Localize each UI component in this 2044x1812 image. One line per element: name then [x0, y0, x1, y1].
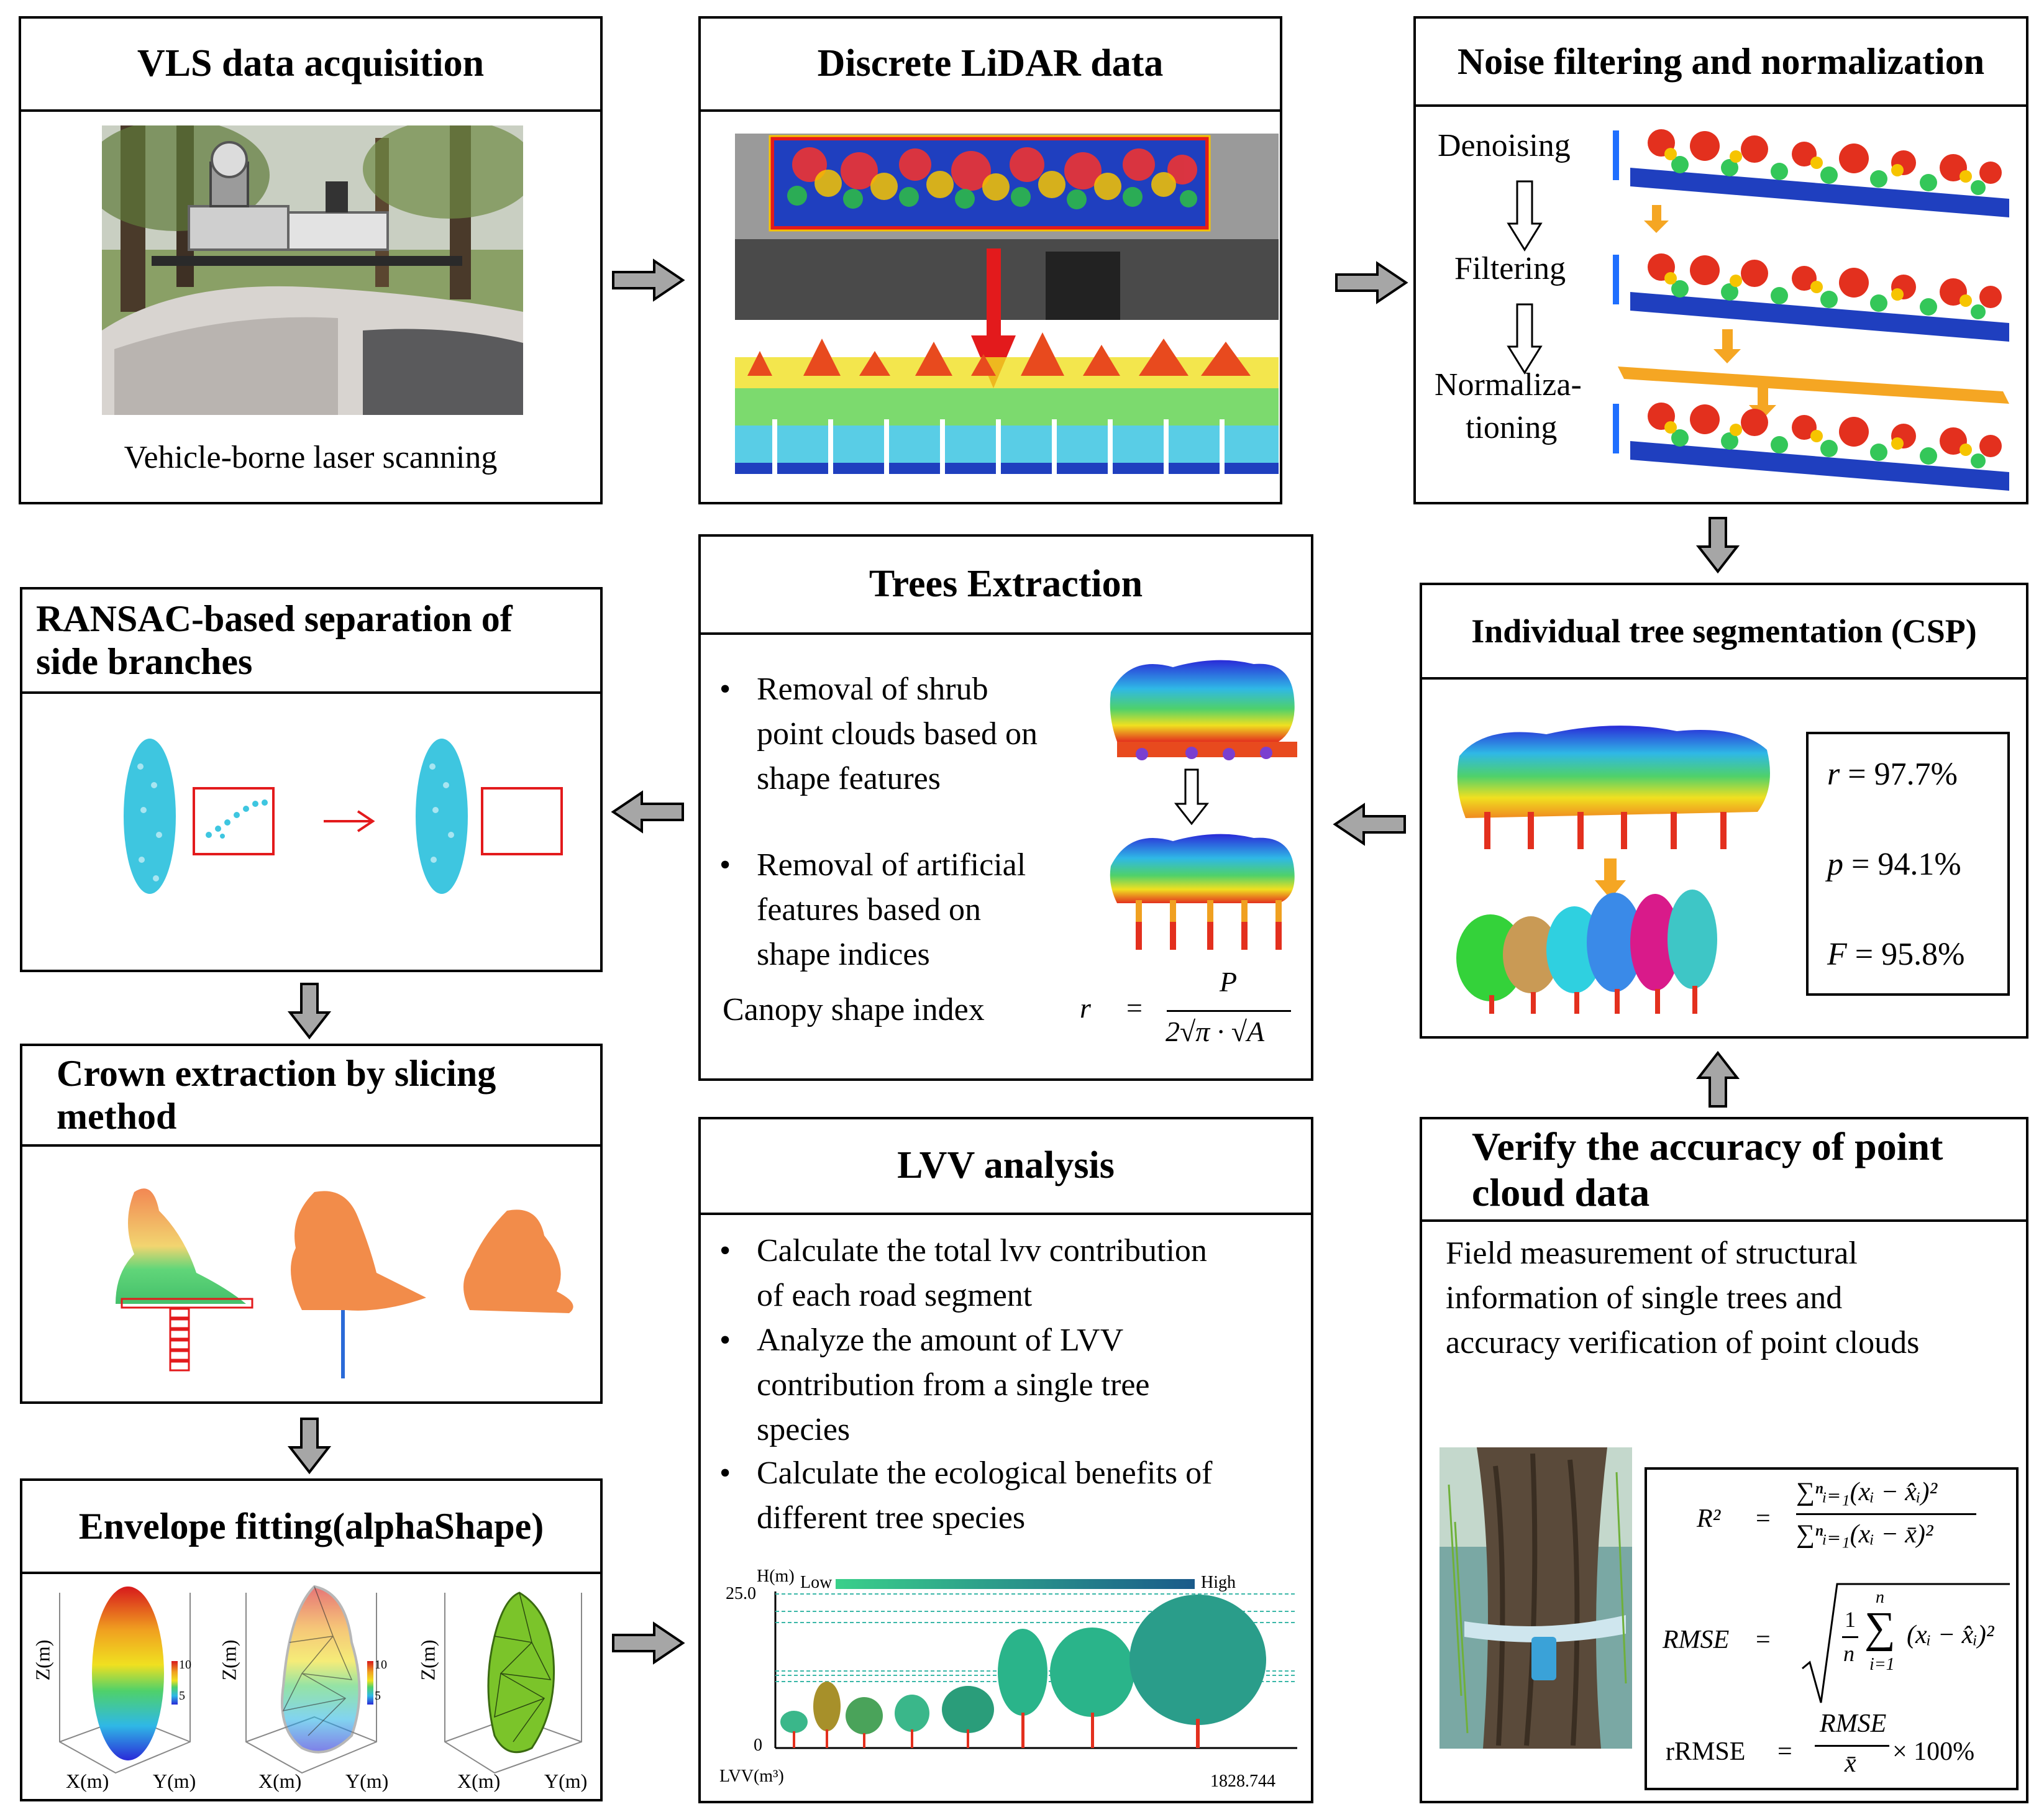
panel-title: Discrete LiDAR data	[701, 19, 1280, 112]
arrow-left-1	[611, 790, 684, 834]
axis-z-2: Z(m)	[217, 1639, 240, 1681]
axis-y-2: Y(m)	[345, 1770, 389, 1792]
rmse-term: (xᵢ − x̂ᵢ)²	[1907, 1621, 1994, 1649]
panel-title: Crown extraction by slicing method	[22, 1046, 600, 1147]
panel-title: Noise filtering and normalization	[1416, 19, 2026, 107]
panel-noise: Noise filtering and normalization Denois…	[1413, 16, 2028, 504]
arrow-down-3	[287, 1418, 332, 1475]
metric-r: r = 97.7%	[1827, 757, 1958, 792]
tree-glyphs	[780, 1595, 1266, 1748]
axis-z-1: Z(m)	[31, 1639, 54, 1681]
vehicle-photo	[102, 125, 523, 415]
step-denoising: Denoising	[1438, 128, 1571, 163]
metrics-box: r = 97.7% p = 94.1% F = 95.8%	[1806, 732, 2010, 996]
panel-title: Envelope fitting(alphaShape)	[22, 1481, 600, 1574]
colorbar-10-2: 10	[375, 1658, 387, 1672]
colorbar-10-1: 10	[179, 1658, 191, 1672]
trees-bullet-1: Removal of shrub point clouds based on s…	[713, 667, 1136, 801]
tree-extraction-figures	[1110, 660, 1297, 950]
lidar-overview-image	[735, 134, 1279, 475]
axis-x-1: X(m)	[66, 1770, 109, 1792]
axis-x-2: X(m)	[258, 1770, 302, 1792]
chart-xmax: 1828.744	[1210, 1772, 1275, 1791]
lvv-bullet-1: Calculate the total lvv contribution of …	[713, 1229, 1310, 1318]
alpha-shape-figures	[59, 1585, 582, 1774]
colorbar-5-2: 5	[375, 1689, 381, 1703]
title-line-2: side branches	[36, 641, 253, 682]
panel-segmentation: Individual tree segmentation (CSP) r = 9…	[1420, 583, 2028, 1039]
panel-title: VLS data acquisition	[21, 19, 600, 112]
down-arrow-icon	[1507, 303, 1543, 375]
axis-y-1: Y(m)	[153, 1770, 196, 1792]
title-line-2: cloud data	[1472, 1170, 1650, 1214]
sigma-icon: ∑	[1864, 1604, 1896, 1652]
chart-ymax: 25.0	[726, 1584, 756, 1603]
axis-x-3: X(m)	[457, 1770, 501, 1792]
panel-lvv: LVV analysis Calculate the total lvv con…	[698, 1117, 1313, 1803]
metric-f: F = 95.8%	[1827, 937, 1965, 972]
step-normalization-1: Normaliza-	[1435, 367, 1582, 403]
field-measurement-photo	[1439, 1447, 1632, 1749]
lvv-chart-plot	[774, 1579, 1297, 1749]
arrow-right-3	[612, 1621, 685, 1665]
metric-p: p = 94.1%	[1827, 847, 1961, 882]
step-filtering: Filtering	[1454, 251, 1566, 286]
down-arrow-icon	[1507, 180, 1543, 252]
title-line-2: method	[57, 1096, 177, 1137]
axis-y-3: Y(m)	[544, 1770, 588, 1792]
arrow-down-1	[1695, 517, 1740, 574]
panel-crown: Crown extraction by slicing method	[20, 1044, 603, 1404]
title-line-1: Crown extraction by slicing	[57, 1053, 496, 1094]
formula-r2: R² = ∑ⁿᵢ₌₁(xᵢ − x̂ᵢ)² ∑ⁿᵢ₌₁(xᵢ − x̄)²	[1647, 1476, 2014, 1569]
panel-ransac: RANSAC-based separation of side branches	[20, 587, 603, 972]
panel-title: Individual tree segmentation (CSP)	[1422, 585, 2026, 680]
panel-discrete: Discrete LiDAR data	[698, 16, 1282, 504]
panel-trees: Trees Extraction Removal of shrub point …	[698, 534, 1313, 1081]
chart-low: Low	[800, 1573, 833, 1592]
verify-description: Field measurement of structural informat…	[1446, 1236, 1920, 1360]
panel-title: RANSAC-based separation of side branches	[22, 590, 600, 694]
canopy-formula: r = P 2√π · √A	[1074, 965, 1303, 1052]
panel-envelope: Envelope fitting(alphaShape) Z(m) X(m) Y…	[20, 1478, 603, 1801]
ransac-figure	[124, 739, 563, 894]
panel-title: Verify the accuracy of point cloud data	[1422, 1119, 2026, 1222]
lvv-bullet-3: Calculate the ecological benefits of dif…	[713, 1451, 1310, 1541]
segmentation-figures	[1456, 726, 1770, 1014]
arrow-right-2	[1335, 261, 1408, 304]
chart-ymin: 0	[754, 1736, 762, 1755]
formula-box: R² = ∑ⁿᵢ₌₁(xᵢ − x̂ᵢ)² ∑ⁿᵢ₌₁(xᵢ − x̄)² RM…	[1645, 1467, 2019, 1790]
arrow-right-1	[612, 258, 685, 302]
trees-bullet-2: Removal of artificial features based on …	[713, 843, 1136, 977]
chart-ylabel: H(m)	[757, 1567, 795, 1586]
crown-slicing-figures	[116, 1188, 573, 1378]
chart-high: High	[1201, 1573, 1236, 1592]
title-line-1: RANSAC-based separation of	[36, 598, 513, 639]
noise-pointcloud-stages	[1613, 129, 2009, 491]
formula-rrmse: rRMSE = RMSE x̄ × 100%	[1666, 1710, 1975, 1778]
title-line-1: Verify the accuracy of point	[1472, 1124, 1943, 1168]
arrow-up-1	[1695, 1050, 1740, 1108]
formula-rmse: RMSE = 1 n n ∑ i=1 (xᵢ − x̂ᵢ)²	[1647, 1582, 2014, 1706]
colorbar-5-1: 5	[179, 1689, 185, 1703]
chart-xlabel: LVV(m³)	[719, 1767, 784, 1786]
axis-z-3: Z(m)	[416, 1639, 439, 1681]
vls-caption: Vehicle-borne laser scanning	[124, 440, 498, 475]
canopy-shape-label: Canopy shape index	[723, 992, 985, 1027]
panel-vls: VLS data acquisition Vehicle-borne laser…	[19, 16, 603, 504]
lvv-chart: H(m) 25.0 0 Low High LVV(m³) 1828.744	[707, 1567, 1310, 1803]
step-normalization-2: tioning	[1466, 410, 1558, 445]
panel-verify: Verify the accuracy of point cloud data …	[1420, 1117, 2028, 1803]
arrow-down-2	[287, 983, 332, 1040]
arrow-left-2	[1333, 803, 1406, 846]
panel-title: LVV analysis	[701, 1119, 1311, 1215]
panel-title: Trees Extraction	[701, 537, 1311, 635]
lvv-bullet-2: Analyze the amount of LVV contribution f…	[713, 1318, 1310, 1452]
